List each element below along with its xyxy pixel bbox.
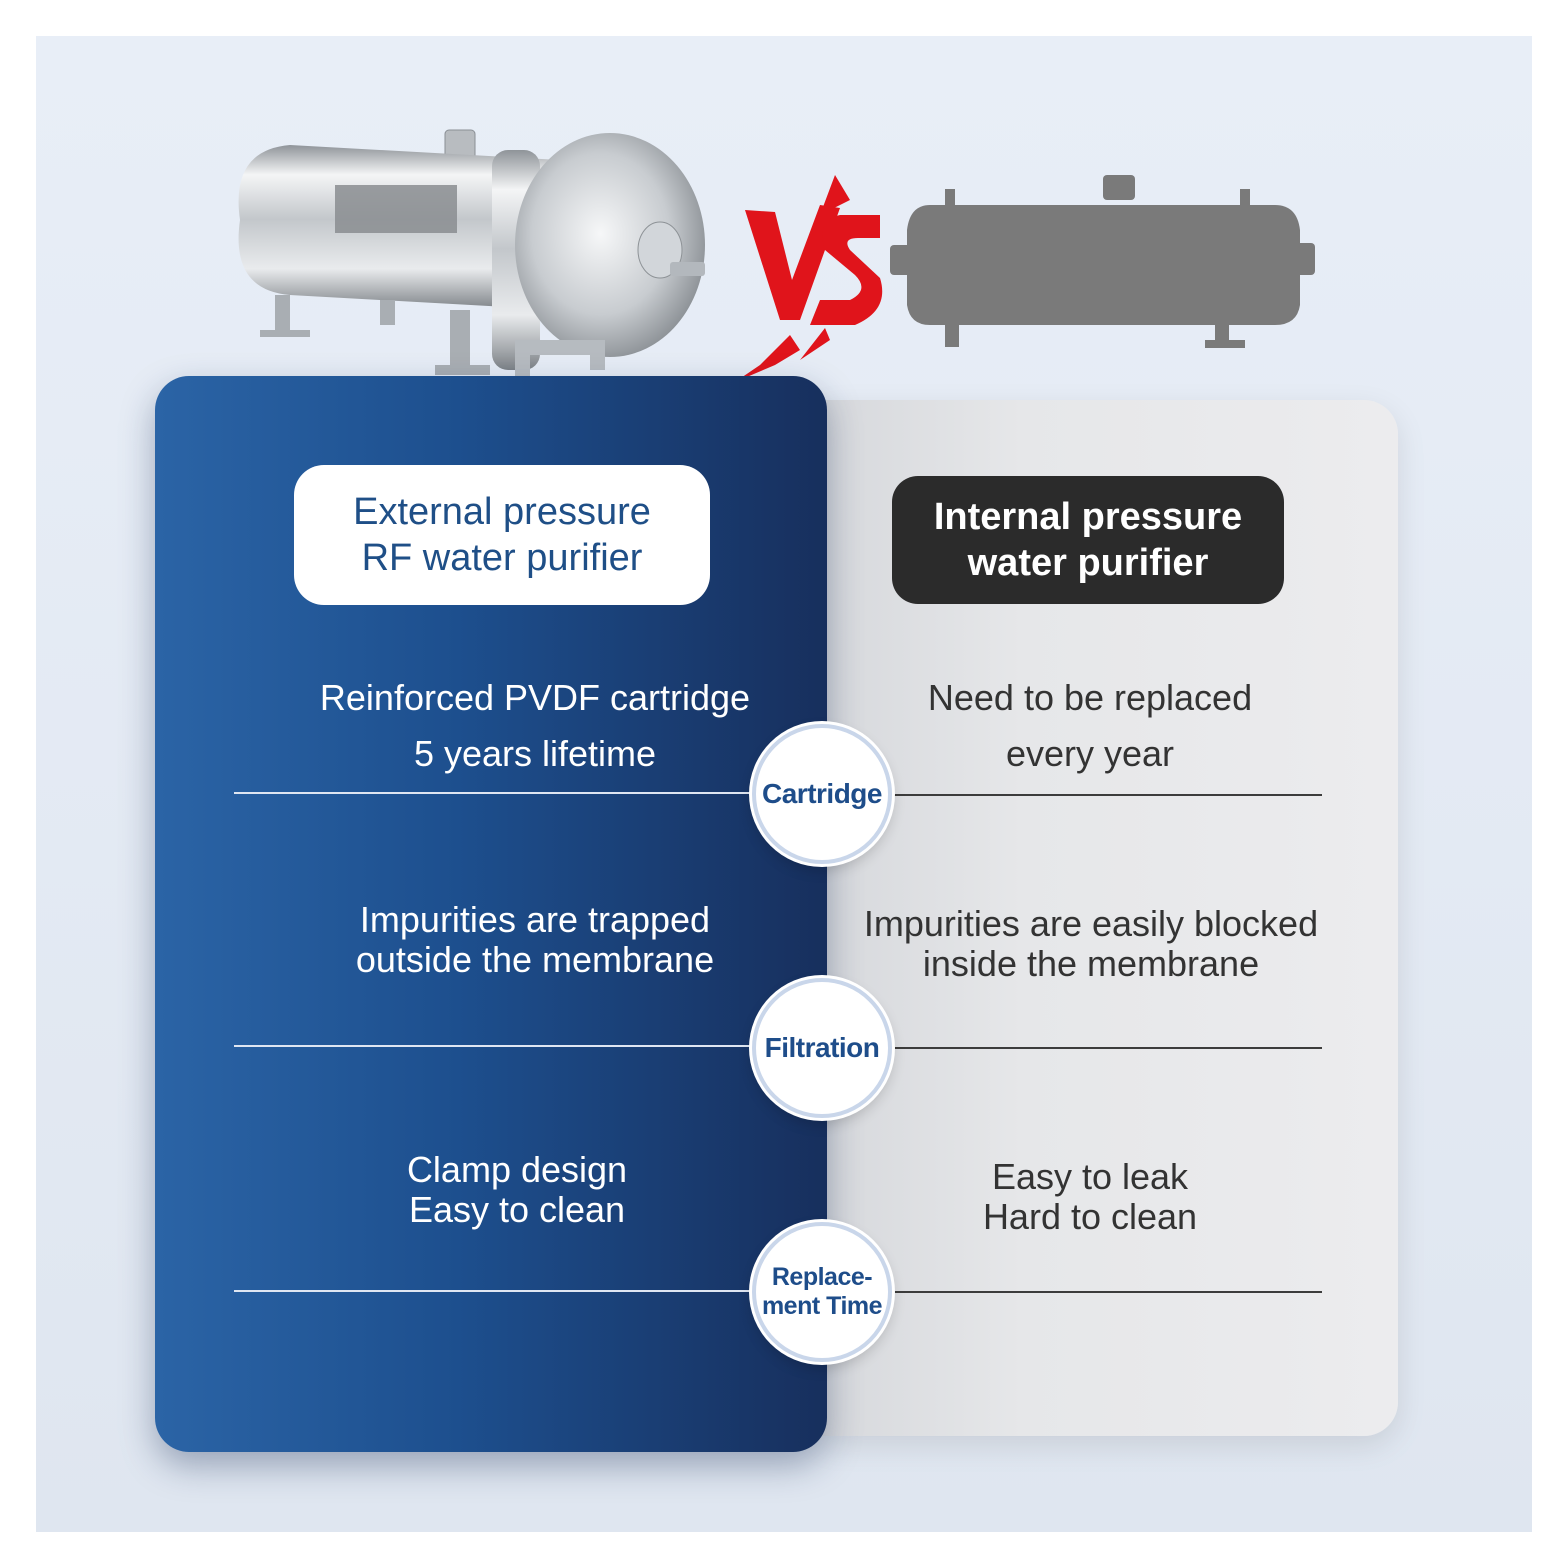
divider-right — [826, 1047, 1322, 1049]
replacement-time-badge: Replace- ment Time — [752, 1222, 892, 1362]
right-panel-title: Internal pressure water purifier — [892, 476, 1284, 604]
left-panel-title: External pressure RF water purifier — [294, 465, 710, 605]
divider-left — [234, 792, 824, 794]
left-replacement-text: Clamp design Easy to clean — [406, 1149, 628, 1230]
divider-left — [234, 1290, 824, 1292]
right-cartridge-text: Need to be replaced every year — [927, 677, 1253, 774]
left-cartridge-text: Reinforced PVDF cartridge 5 years lifeti… — [319, 677, 751, 774]
divider-right — [826, 794, 1322, 796]
filtration-badge: Filtration — [752, 978, 892, 1118]
stainless-steel-purifier-icon — [238, 129, 705, 387]
left-filtration-text: Impurities are trapped outside the membr… — [355, 899, 715, 980]
divider-left — [234, 1045, 824, 1047]
vs-icon — [735, 175, 883, 382]
gray-purifier-silhouette-icon — [890, 175, 1315, 348]
divider-right — [826, 1291, 1322, 1293]
right-replacement-text: Easy to leak Hard to clean — [982, 1156, 1198, 1237]
cartridge-badge: Cartridge — [752, 724, 892, 864]
right-filtration-text: Impurities are easily blocked inside the… — [863, 903, 1319, 984]
